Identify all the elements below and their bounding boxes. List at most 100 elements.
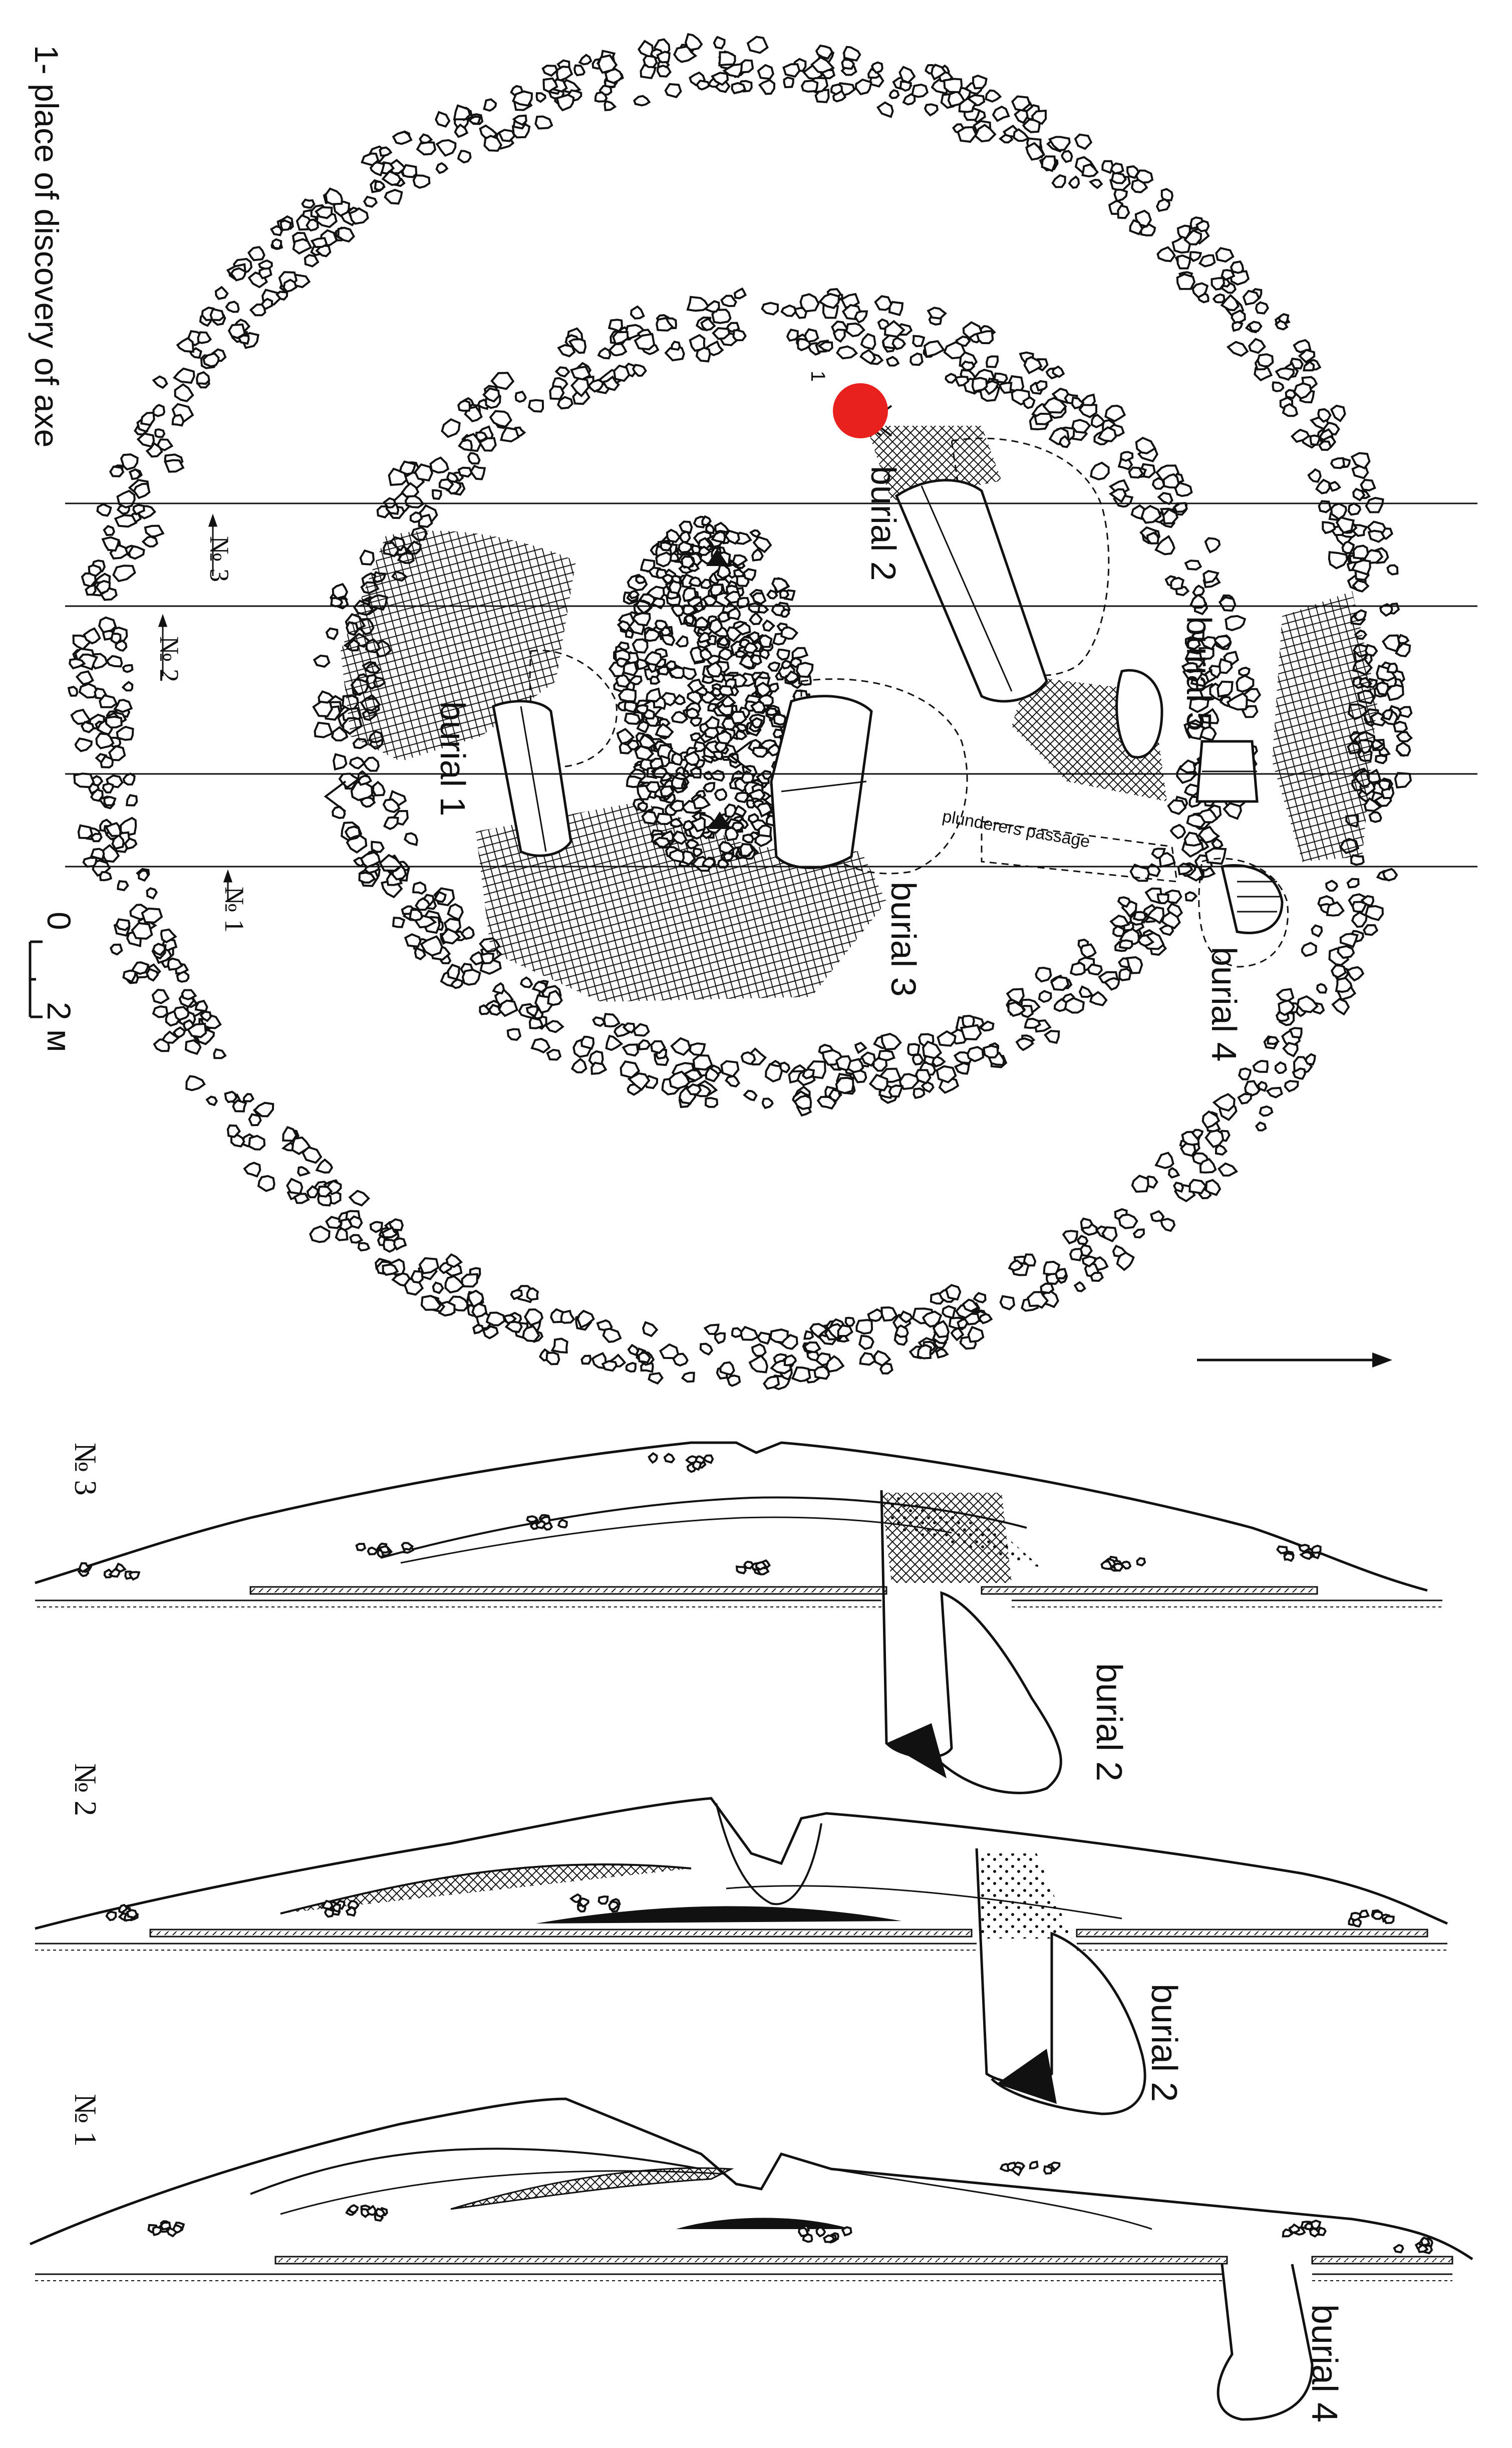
stone [1110, 162, 1124, 175]
stone [883, 320, 905, 338]
stone [1027, 1291, 1049, 1309]
stone [891, 337, 906, 350]
stone [1202, 570, 1220, 584]
stone [780, 626, 799, 640]
stone [304, 253, 320, 267]
stone [888, 89, 900, 99]
stone [791, 1366, 811, 1383]
stone [78, 1562, 91, 1573]
stone [1362, 924, 1379, 936]
stone [172, 2224, 183, 2234]
stone [731, 82, 746, 95]
stone [921, 1080, 935, 1094]
stone [1078, 985, 1094, 998]
stone [626, 739, 640, 751]
stone [306, 218, 319, 232]
stone [83, 627, 101, 645]
stone [1155, 198, 1170, 212]
stone [1311, 1544, 1322, 1554]
outer-stone-ring [67, 33, 1413, 1391]
stone [360, 851, 381, 869]
stone [643, 55, 658, 68]
stone [1109, 914, 1130, 928]
stone [1135, 169, 1154, 184]
stone [700, 579, 712, 590]
stone [706, 340, 724, 357]
stone [297, 1166, 311, 1177]
stone [653, 837, 671, 849]
stone [293, 1193, 310, 1204]
stone [1238, 666, 1251, 677]
stone [854, 1041, 867, 1054]
stone [1117, 204, 1130, 219]
stone [1043, 1260, 1061, 1275]
stone [374, 180, 385, 191]
stone [257, 259, 273, 270]
stone [257, 1175, 275, 1192]
stone [1117, 896, 1131, 908]
stone [467, 452, 481, 465]
stone [771, 578, 790, 594]
stone [888, 301, 904, 317]
stone [632, 612, 651, 627]
stone [617, 641, 630, 651]
stone [713, 36, 726, 50]
stone [684, 614, 695, 626]
stone [578, 1897, 589, 1908]
stone [1201, 1110, 1221, 1129]
stone [554, 366, 570, 378]
stone [544, 1020, 564, 1033]
stone [1198, 254, 1216, 267]
stone [1339, 933, 1359, 948]
stone [121, 681, 134, 692]
stone [1238, 1067, 1252, 1080]
legend-axe-note: 1- place of discovery of axe [28, 45, 65, 447]
stone [1299, 1551, 1313, 1560]
stone [349, 207, 369, 225]
stone [141, 535, 159, 548]
stone [945, 1284, 962, 1301]
burial-4-slab [1220, 864, 1284, 934]
stone [639, 733, 657, 749]
stone [841, 58, 855, 70]
stone [1186, 722, 1205, 740]
stone [670, 1037, 691, 1056]
stone [885, 356, 900, 367]
stone [616, 657, 628, 668]
stone [1118, 967, 1132, 982]
stone [363, 195, 378, 208]
stone [325, 627, 339, 641]
stone [467, 115, 482, 125]
stone [820, 69, 836, 80]
stone [1304, 1053, 1316, 1066]
stone [690, 716, 703, 727]
stone [446, 471, 459, 483]
stone [967, 1325, 985, 1343]
hatched-area-right [1272, 591, 1377, 862]
stone [519, 976, 533, 988]
stone [1211, 277, 1226, 291]
stone [1351, 559, 1371, 576]
profile-1-mound [29, 2097, 1473, 2261]
stone [348, 1190, 371, 1207]
stone [1303, 360, 1315, 372]
stone [573, 64, 586, 77]
stone [1161, 911, 1181, 930]
stone [1352, 1918, 1362, 1928]
stone [1378, 779, 1391, 791]
profile-stones [1276, 1543, 1322, 1562]
stone [324, 1908, 335, 1918]
stone [873, 1350, 891, 1367]
stone [615, 672, 632, 688]
stone [1352, 579, 1370, 593]
stone [675, 635, 689, 648]
stone [971, 377, 988, 393]
stone [813, 1366, 830, 1380]
stone [613, 364, 631, 382]
stone [173, 1006, 190, 1021]
stone [570, 1057, 587, 1073]
stone [547, 990, 563, 1006]
stone [644, 651, 663, 666]
stone [378, 1545, 391, 1554]
